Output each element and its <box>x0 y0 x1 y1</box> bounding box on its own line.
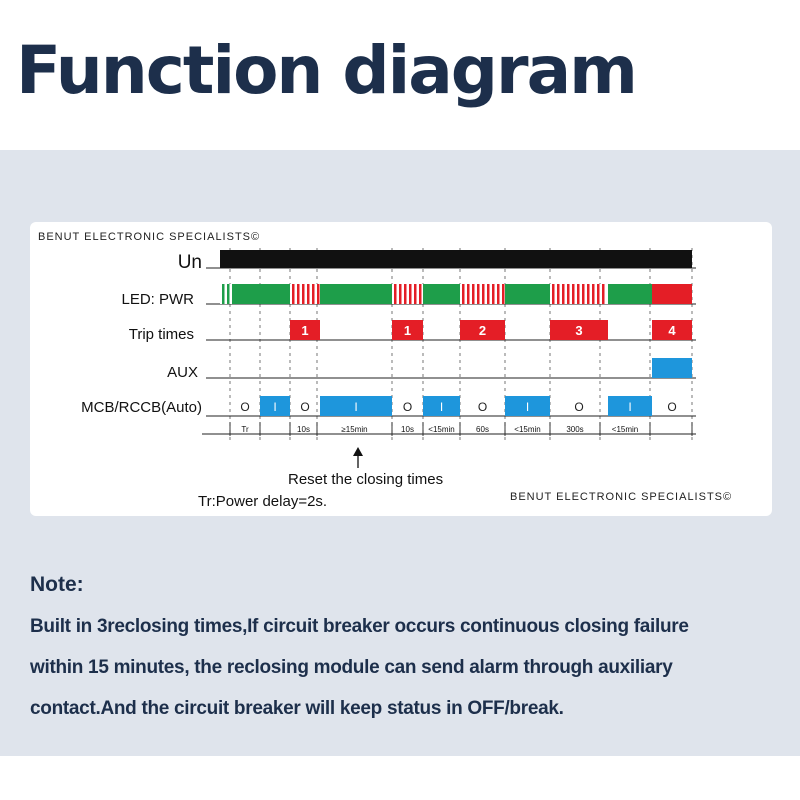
led-stripe-21 <box>492 284 495 304</box>
reset-arrow-head <box>353 447 363 456</box>
interval-label-4: 10s <box>401 425 414 434</box>
mcb-on-box-4 <box>320 396 392 416</box>
interval-label-2: 10s <box>297 425 310 434</box>
led-stripe-1 <box>222 284 225 304</box>
led-green-5 <box>608 284 652 304</box>
led-stripe-18 <box>477 284 480 304</box>
trip-box-4 <box>550 320 608 340</box>
interval-label-3: ≥15min <box>341 425 367 434</box>
brand-label-bottom: BENUT ELECTRONIC SPECIALISTS© <box>510 491 732 503</box>
note-line-1: Built in 3reclosing times,If circuit bre… <box>30 616 689 637</box>
interval-label-9: <15min <box>612 425 638 434</box>
led-stripe-19 <box>482 284 485 304</box>
power-delay-note: Tr:Power delay=2s. <box>198 493 327 510</box>
led-stripe-2 <box>227 284 230 304</box>
led-stripe-33 <box>597 284 600 304</box>
mcb-on-box-2 <box>260 396 290 416</box>
led-stripe-20 <box>487 284 490 304</box>
interval-label-5: <15min <box>428 425 454 434</box>
led-stripe-12 <box>409 284 412 304</box>
led-stripe-3 <box>292 284 295 304</box>
led-stripe-30 <box>582 284 585 304</box>
interval-label-1: Tr <box>241 425 249 434</box>
mcb-state-on-6: I <box>440 400 443 414</box>
page-title: Function diagram <box>16 32 638 109</box>
aux-on-box <box>652 358 692 378</box>
led-stripe-29 <box>577 284 580 304</box>
mcb-state-off-3: O <box>300 400 309 414</box>
led-stripe-22 <box>497 284 500 304</box>
trip-number-3: 2 <box>479 323 486 338</box>
note-line-3: contact.And the circuit breaker will kee… <box>30 698 564 719</box>
mcb-state-on-10: I <box>628 400 631 414</box>
trip-number-1: 1 <box>301 323 308 338</box>
trip-number-2: 1 <box>404 323 411 338</box>
note-line-2: within 15 minutes, the reclosing module … <box>30 657 673 678</box>
mcb-state-on-8: I <box>526 400 529 414</box>
mcb-state-off-1: O <box>240 400 249 414</box>
led-blink-2 <box>392 284 423 304</box>
trip-box-5 <box>652 320 692 340</box>
led-stripe-8 <box>317 284 320 304</box>
led-red-alarm <box>652 284 692 304</box>
mcb-state-on-4: I <box>354 400 357 414</box>
led-stripe-31 <box>587 284 590 304</box>
reset-closing-label: Reset the closing times <box>288 471 443 488</box>
led-stripe-23 <box>502 284 505 304</box>
trip-box-1 <box>290 320 320 340</box>
led-stripe-25 <box>557 284 560 304</box>
trip-number-4: 3 <box>575 323 582 338</box>
led-stripe-28 <box>572 284 575 304</box>
mcb-on-box-10 <box>608 396 652 416</box>
led-stripe-11 <box>404 284 407 304</box>
trip-number-5: 4 <box>668 323 676 338</box>
led-stripe-10 <box>399 284 402 304</box>
trip-box-3 <box>460 320 505 340</box>
row-label-un: Un <box>178 252 202 273</box>
brand-label-top: BENUT ELECTRONIC SPECIALISTS© <box>38 231 260 243</box>
led-stripe-16 <box>467 284 470 304</box>
trip-box-2 <box>392 320 423 340</box>
led-green-3 <box>423 284 460 304</box>
led-stripe-7 <box>312 284 315 304</box>
note-heading: Note: <box>30 573 84 596</box>
led-segment-start <box>220 284 232 304</box>
mcb-state-on-2: I <box>273 400 276 414</box>
led-stripe-9 <box>394 284 397 304</box>
row-label-mcb: MCB/RCCB(Auto) <box>81 399 202 416</box>
un-power-bar <box>220 250 692 268</box>
led-stripe-15 <box>462 284 465 304</box>
mcb-state-off-5: O <box>403 400 412 414</box>
led-stripe-17 <box>472 284 475 304</box>
timing-diagram: 1 1 2 3 4O I O I O I O I O I O Tr 10s ≥15min 10s <15min 60s <… <box>38 231 732 510</box>
row-label-aux: AUX <box>167 364 198 381</box>
led-stripe-5 <box>302 284 305 304</box>
row-label-trip: Trip times <box>129 326 194 343</box>
led-green-2 <box>320 284 392 304</box>
led-stripe-27 <box>567 284 570 304</box>
mcb-state-off-9: O <box>574 400 583 414</box>
led-stripe-24 <box>552 284 555 304</box>
led-stripe-14 <box>419 284 422 304</box>
led-stripe-13 <box>414 284 417 304</box>
led-stripe-32 <box>592 284 595 304</box>
mcb-on-box-6 <box>423 396 460 416</box>
mcb-state-off-7: O <box>478 400 487 414</box>
led-stripe-6 <box>307 284 310 304</box>
note-section: Note: Built in 3reclosing times,If circu… <box>30 574 790 740</box>
led-stripe-4 <box>297 284 300 304</box>
led-green-4 <box>505 284 550 304</box>
interval-label-7: <15min <box>514 425 540 434</box>
mcb-on-box-8 <box>505 396 550 416</box>
interval-label-8: 300s <box>566 425 583 434</box>
led-stripe-34 <box>602 284 605 304</box>
mcb-state-off-11: O <box>667 400 676 414</box>
led-stripe-26 <box>562 284 565 304</box>
led-green-1 <box>232 284 290 304</box>
interval-label-6: 60s <box>476 425 489 434</box>
row-label-led: LED: PWR <box>121 291 194 308</box>
